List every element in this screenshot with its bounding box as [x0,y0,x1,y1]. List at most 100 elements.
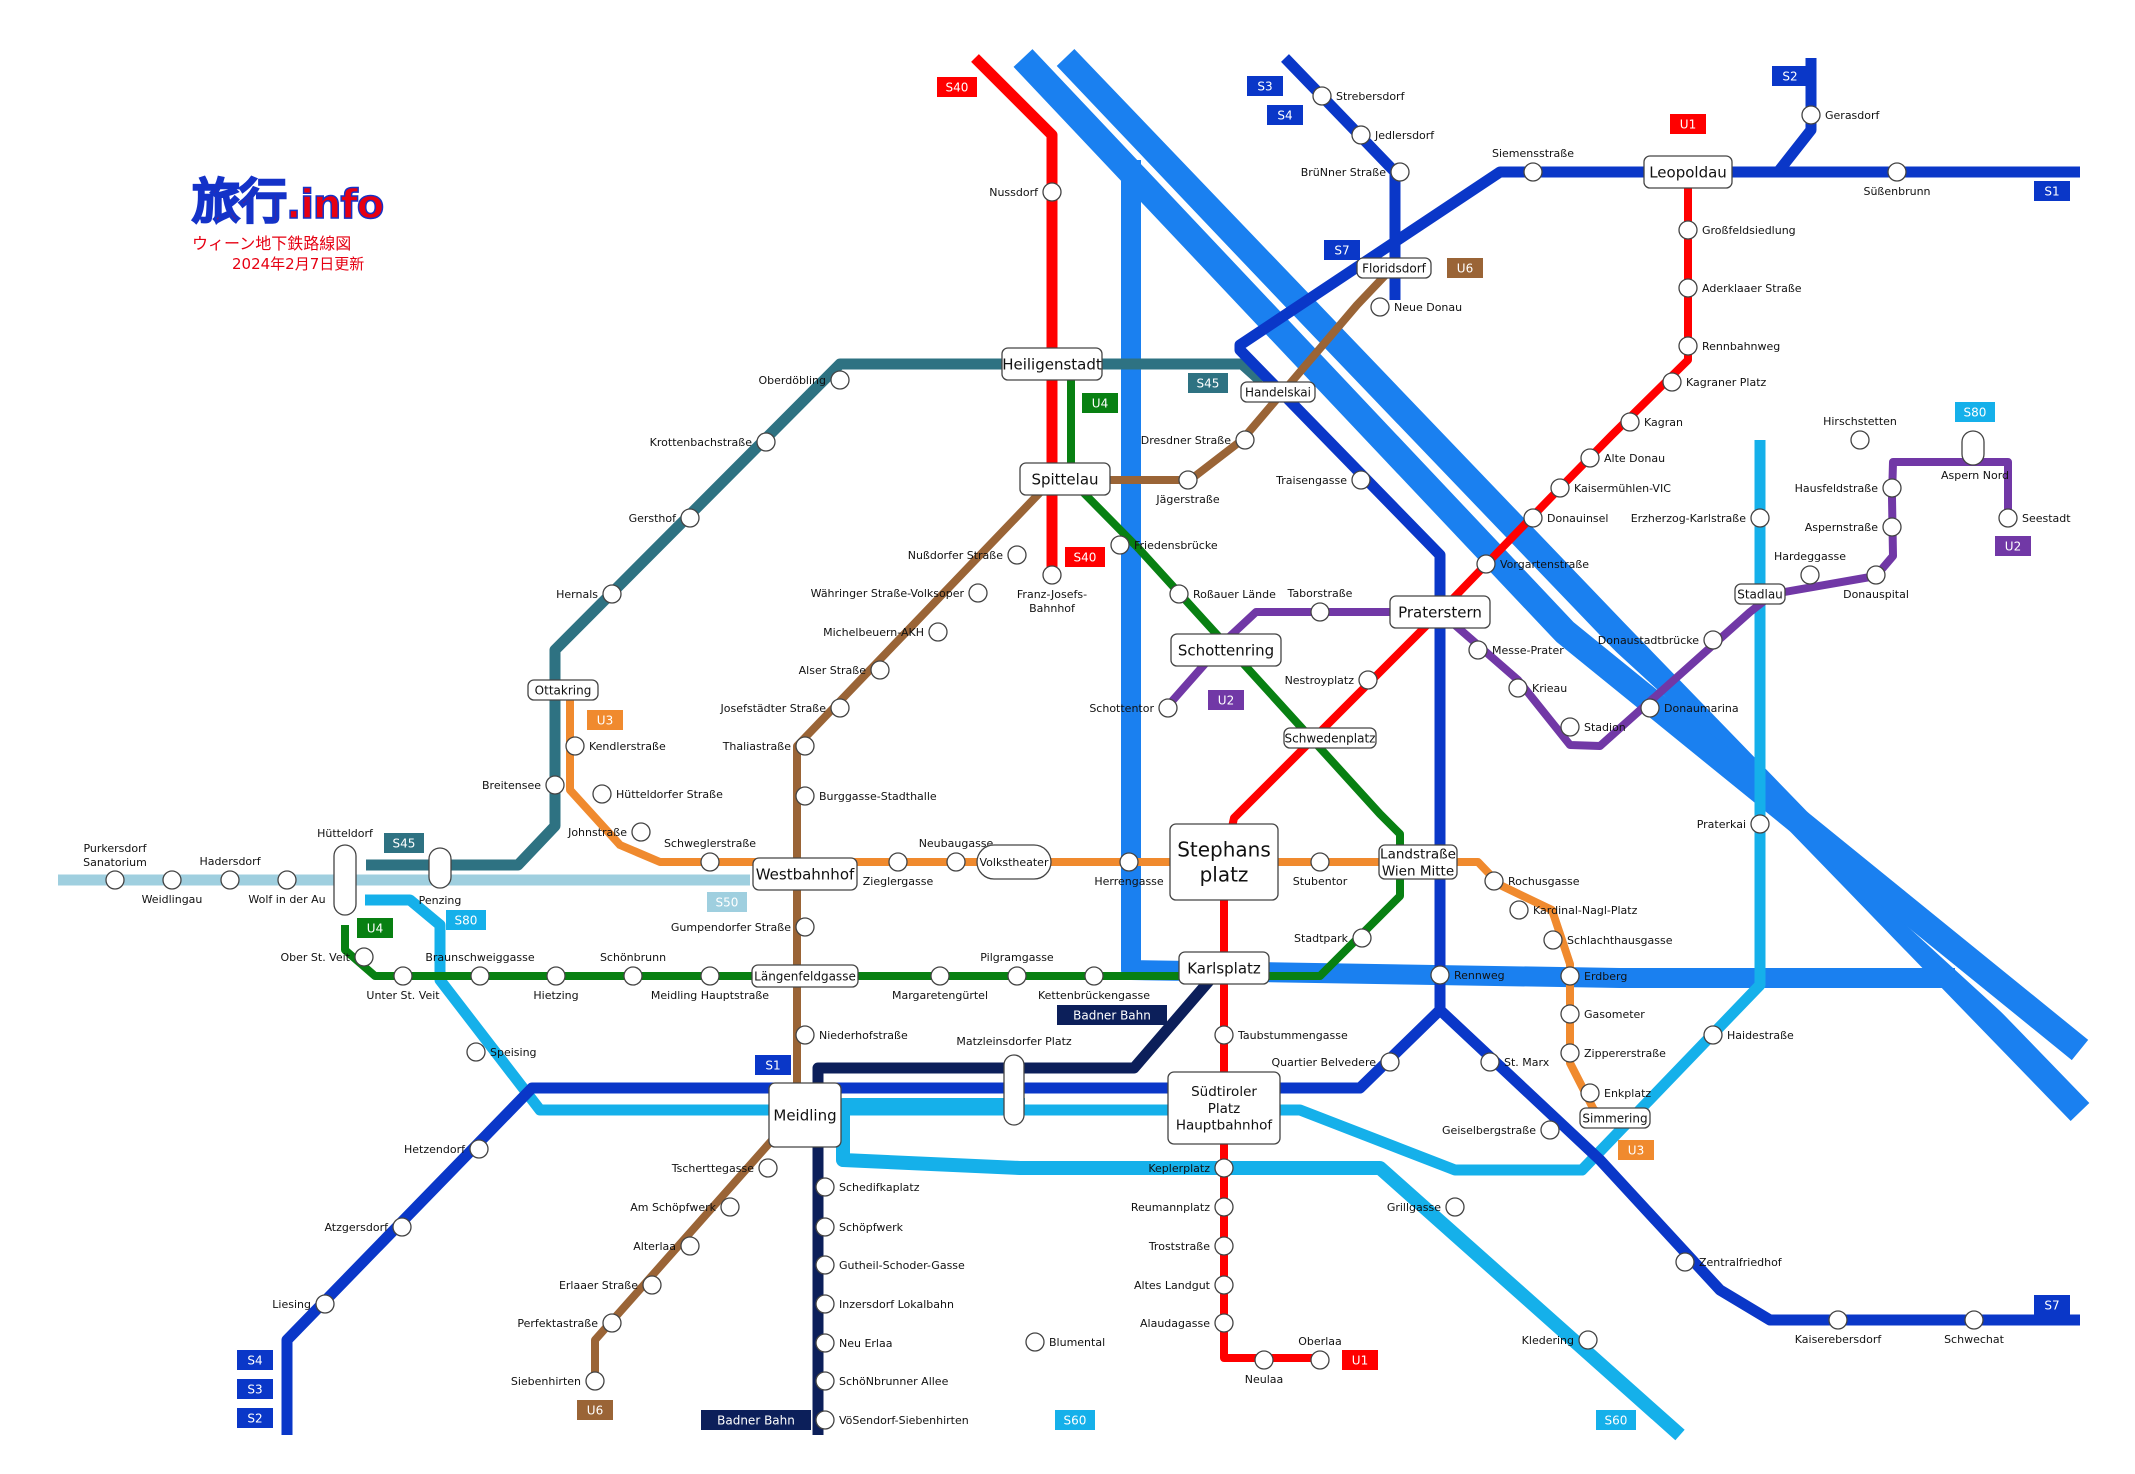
line-badge-s4[interactable]: S4 [237,1350,273,1370]
station-neulaa[interactable]: Neulaa [1245,1350,1284,1386]
station-messe-prater[interactable]: Messe-Prater [1468,640,1564,660]
station-jagerstrasse[interactable]: Jägerstraße [1155,470,1220,506]
station-nestroyplatz[interactable]: Nestroyplatz [1285,670,1378,690]
station-hernals[interactable]: Hernals [556,584,622,604]
station-kendlerstrasse[interactable]: Kendlerstraße [565,736,666,756]
station-rochusgasse[interactable]: Rochusgasse [1484,871,1580,891]
station-matzleinsdorfer-platz[interactable]: Matzleinsdorfer Platz [956,1035,1072,1126]
station-penzing[interactable]: Penzing [419,847,462,907]
station-haidestrasse[interactable]: Haidestraße [1703,1025,1794,1045]
station-erzherzog-karlstrasse[interactable]: Erzherzog-Karlstraße [1631,508,1770,528]
station-braunschweiggasse[interactable]: Braunschweiggasse [425,951,535,986]
station-rossauer-lande[interactable]: Roßauer Lände [1169,584,1276,604]
station-volkstheater[interactable]: Volkstheater [976,844,1052,880]
site-logo[interactable]: 旅行.info [191,175,392,231]
station-am-schopfwerk[interactable]: Am Schöpfwerk [630,1197,740,1217]
line-badge-s45[interactable]: S45 [1188,373,1228,393]
line-badge-u4[interactable]: U4 [1082,393,1118,413]
station-westbahnhof[interactable]: Westbahnhof [752,857,858,891]
line-badge-s40[interactable]: S40 [937,77,977,97]
station-seestadt[interactable]: Seestadt [1998,508,2071,528]
line-badge-s80[interactable]: S80 [446,910,486,930]
station-wolf-in-der-au[interactable]: Wolf in der Au [248,870,326,906]
station-vorgartenstrasse[interactable]: Vorgartenstraße [1476,554,1589,574]
station-weidlingau[interactable]: Weidlingau [142,870,203,906]
line-badge-s80[interactable]: S80 [1955,402,1995,422]
station-kagraner-platz[interactable]: Kagraner Platz [1662,372,1767,392]
station-handelskai[interactable]: Handelskai [1240,381,1316,403]
station-niederhofstrasse[interactable]: Niederhofstraße [795,1025,908,1045]
line-badge-s60[interactable]: S60 [1596,1410,1636,1430]
station-siebenhirten[interactable]: Siebenhirten [511,1371,605,1391]
station-zieglergasse[interactable]: Zieglergasse [863,852,934,888]
station-rennbahnweg[interactable]: Rennbahnweg [1678,336,1780,356]
station-brunner-strasse[interactable]: BrüNner Straße [1301,162,1410,182]
line-badge-u1[interactable]: U1 [1342,1350,1378,1370]
station-blumental[interactable]: Blumental [1025,1332,1105,1352]
line-badge-s60[interactable]: S60 [1055,1410,1095,1430]
station-aspernstrasse[interactable]: Aspernstraße [1805,517,1902,537]
line-badge-s40[interactable]: S40 [1065,547,1105,567]
station-stadtpark[interactable]: Stadtpark [1294,928,1372,948]
station-meidling-hauptstrasse[interactable]: Meidling Hauptstraße [651,966,769,1002]
station-grillgasse[interactable]: Grillgasse [1387,1197,1465,1217]
station-gumpendorfer-strasse[interactable]: Gumpendorfer Straße [671,917,815,937]
station-nussdorf[interactable]: Nussdorf [989,182,1062,202]
station-hausfeldstrasse[interactable]: Hausfeldstraße [1795,478,1902,498]
station-ottakring[interactable]: Ottakring [527,679,599,701]
station-meidling[interactable]: Meidling [768,1082,842,1148]
station-wahringer-strasse-volksoper[interactable]: Währinger Straße-Volksoper [811,583,988,603]
station-troststrasse[interactable]: Troststraße [1148,1236,1234,1256]
station-taborstrasse[interactable]: Taborstraße [1287,587,1353,622]
line-badge-u6[interactable]: U6 [577,1400,613,1420]
station-krieau[interactable]: Krieau [1508,678,1567,698]
station-erdberg[interactable]: Erdberg [1560,966,1627,986]
line-badge-u6[interactable]: U6 [1447,258,1483,278]
station-herrengasse[interactable]: Herrengasse [1094,852,1164,888]
station-donaumarina[interactable]: Donaumarina [1640,698,1739,718]
station-st-marx[interactable]: St. Marx [1480,1052,1550,1072]
station-burggasse-stadthalle[interactable]: Burggasse-Stadthalle [795,786,937,806]
station-schonbrunn[interactable]: Schönbrunn [600,951,666,986]
station-schottenring[interactable]: Schottenring [1170,633,1282,667]
station-breitensee[interactable]: Breitensee [482,775,565,795]
station-liesing[interactable]: Liesing [272,1294,335,1314]
station-donauinsel[interactable]: Donauinsel [1523,508,1608,528]
line-badge-s4[interactable]: S4 [1267,105,1303,125]
station-schedifkaplatz[interactable]: Schedifkaplatz [815,1177,920,1197]
station-spittelau[interactable]: Spittelau [1019,462,1111,496]
station-kledering[interactable]: Kledering [1522,1330,1598,1350]
station-keplerplatz[interactable]: Keplerplatz [1148,1158,1234,1178]
station-pilgramgasse[interactable]: Pilgramgasse [980,951,1054,986]
station-zippererstrasse[interactable]: Zippererstraße [1560,1043,1666,1063]
line-badge-u3[interactable]: U3 [587,710,623,730]
station-aspern-nord[interactable]: Aspern Nord [1941,430,2009,482]
station-josefstadter-strasse[interactable]: Josefstädter Straße [720,698,850,718]
station-schottentor[interactable]: Schottentor [1089,698,1178,718]
line-badge-u2[interactable]: U2 [1995,536,2031,556]
line-badge-s50[interactable]: S50 [707,892,747,912]
station-michelbeuern-akh[interactable]: Michelbeuern-AKH [823,622,948,642]
station-hirschstetten[interactable]: Hirschstetten [1823,415,1897,450]
station-hadersdorf[interactable]: Hadersdorf [199,855,262,890]
station-heiligenstadt[interactable]: Heiligenstadt [1001,347,1103,381]
line-badge-s3[interactable]: S3 [237,1379,273,1399]
station-gersthof[interactable]: Gersthof [629,508,700,528]
station-dresdner-strasse[interactable]: Dresdner Straße [1141,430,1255,450]
line-badge-u1[interactable]: U1 [1670,114,1706,134]
station-perfektastrasse[interactable]: Perfektastraße [517,1313,622,1333]
station-schweglerstrasse[interactable]: Schweglerstraße [664,837,756,872]
station-stadlau[interactable]: Stadlau [1734,583,1786,605]
station-kettenbruckengasse[interactable]: Kettenbrückengasse [1038,966,1150,1002]
station-kaiserebersdorf[interactable]: Kaiserebersdorf [1795,1310,1883,1346]
station-schopfwerk[interactable]: Schöpfwerk [815,1217,904,1237]
line-badge-s7[interactable]: S7 [1324,240,1360,260]
station-hutteldorfer-strasse[interactable]: Hütteldorfer Straße [592,784,723,804]
line-badge-u3[interactable]: U3 [1618,1140,1654,1160]
station-praterkai[interactable]: Praterkai [1697,814,1770,834]
line-badge-u2[interactable]: U2 [1208,690,1244,710]
station-leopoldau[interactable]: Leopoldau [1643,155,1733,189]
line-badge-badner-bahn[interactable]: Badner Bahn [1057,1005,1167,1025]
